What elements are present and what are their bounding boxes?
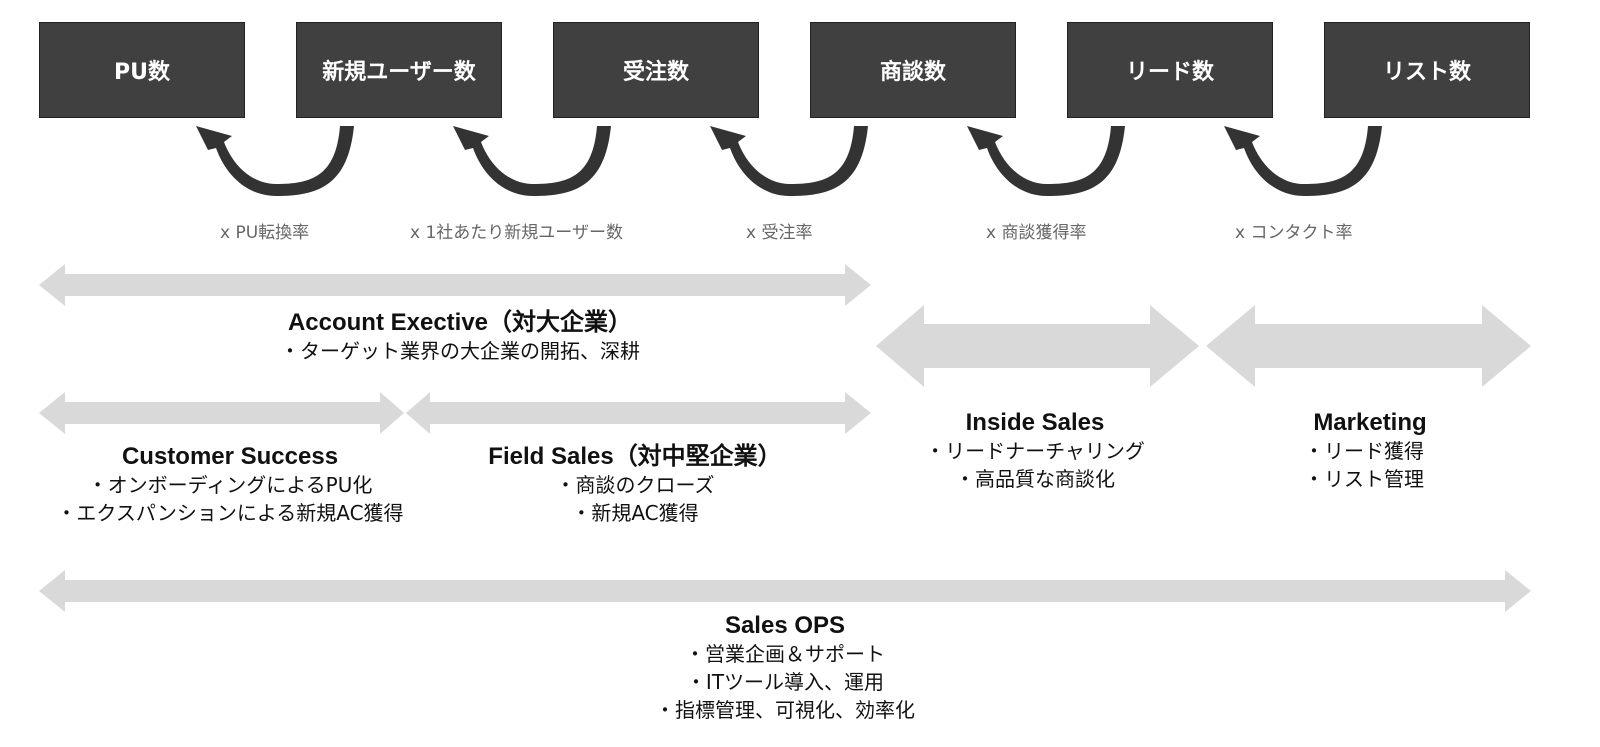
role-description: ・リード獲得 — [1304, 439, 1424, 463]
metric-label: 受注数 — [622, 60, 689, 85]
role-title: Account Exective（対大企業） — [287, 309, 633, 336]
role-marketing: Marketing ・リード獲得 ・リスト管理 — [1270, 409, 1470, 493]
conversion-curve-arrow — [967, 126, 1125, 196]
role-description: ・オンボーディングによるPU化 — [87, 473, 373, 497]
metric-box-lists: リスト数 — [1324, 22, 1530, 118]
role-account-exec: Account Exective（対大企業） ・ターゲット業界の大企業の開拓、深… — [180, 309, 740, 365]
span-arrow-customer-success — [39, 392, 404, 434]
multiplier-label: x コンタクト率 — [1235, 223, 1353, 243]
role-description: ・リスト管理 — [1304, 467, 1424, 491]
multiplier-label: x PU転換率 — [220, 223, 310, 243]
role-customer-success: Customer Success ・オンボーディングによるPU化 ・エクスパンシ… — [10, 443, 450, 527]
metric-label: リスト数 — [1382, 60, 1471, 85]
role-title: Inside Sales — [965, 409, 1105, 436]
role-description: ・リードナーチャリング — [925, 439, 1145, 463]
metric-label: 新規ユーザー数 — [322, 60, 476, 85]
multiplier-label: x 1社あたり新規ユーザー数 — [410, 223, 623, 243]
role-description: ・営業企画＆サポート — [685, 642, 885, 666]
multiplier-label: x 受注率 — [746, 223, 813, 243]
role-title: Customer Success — [121, 443, 339, 470]
role-description: ・商談のクローズ — [555, 473, 715, 497]
role-description: ・新規AC獲得 — [571, 501, 699, 525]
role-title: Sales OPS — [724, 612, 846, 639]
span-arrow-inside-sales — [876, 305, 1199, 387]
role-description: ・エクスパンションによる新規AC獲得 — [56, 501, 404, 525]
metric-box-pu: PU数 — [39, 22, 245, 118]
metric-label: PU数 — [114, 60, 170, 85]
conversion-curve-arrow — [196, 126, 354, 196]
metric-box-orders: 受注数 — [553, 22, 759, 118]
role-description: ・ITツール導入、運用 — [685, 670, 885, 694]
role-title: Marketing — [1313, 409, 1427, 436]
conversion-curve-arrow — [710, 126, 868, 196]
conversion-curve-arrow — [453, 126, 611, 196]
span-arrow-field-sales — [406, 392, 871, 434]
role-description: ・ターゲット業界の大企業の開拓、深耕 — [280, 339, 640, 363]
metric-label: 商談数 — [879, 60, 946, 85]
role-title: Field Sales（対中堅企業） — [488, 443, 782, 470]
metric-box-leads: リード数 — [1067, 22, 1273, 118]
span-arrow-account-exec — [39, 264, 871, 306]
conversion-curve-arrow — [1224, 126, 1382, 196]
metric-label: リード数 — [1125, 60, 1214, 85]
role-description: ・高品質な商談化 — [955, 467, 1115, 491]
role-field-sales: Field Sales（対中堅企業） ・商談のクローズ ・新規AC獲得 — [440, 443, 830, 527]
span-arrow-marketing — [1206, 305, 1531, 387]
role-inside-sales: Inside Sales ・リードナーチャリング ・高品質な商談化 — [890, 409, 1180, 493]
role-description: ・指標管理、可視化、効率化 — [655, 698, 915, 722]
metric-box-new-users: 新規ユーザー数 — [296, 22, 502, 118]
multiplier-label: x 商談獲得率 — [986, 223, 1087, 243]
role-sales-ops: Sales OPS ・営業企画＆サポート ・ITツール導入、運用 ・指標管理、可… — [585, 612, 985, 724]
span-arrow-sales-ops — [39, 570, 1531, 612]
metric-box-meetings: 商談数 — [810, 22, 1016, 118]
